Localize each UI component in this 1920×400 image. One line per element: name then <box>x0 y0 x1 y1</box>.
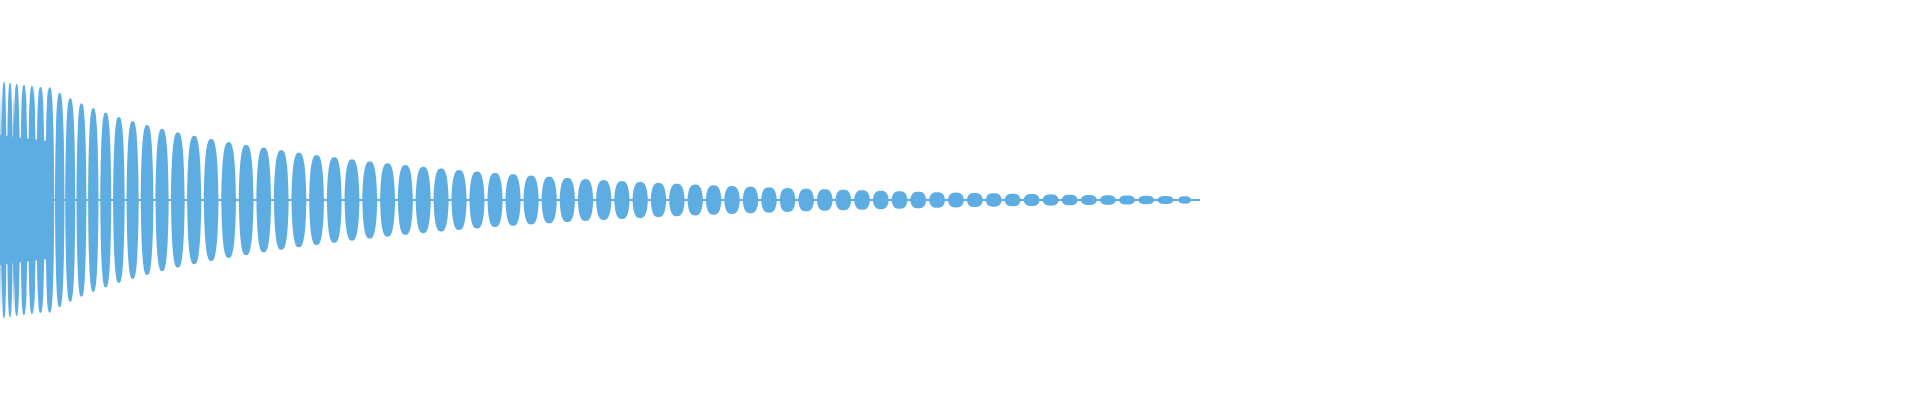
waveform-lobe <box>523 175 539 225</box>
waveform-lobe <box>929 192 945 208</box>
waveform-lobe <box>380 163 396 237</box>
waveform-lobe <box>273 150 289 250</box>
waveform-lobe <box>187 135 202 265</box>
waveform-lobe <box>614 181 630 219</box>
waveform-lobe <box>55 92 65 308</box>
waveform-lobe <box>487 172 503 228</box>
waveform-lobe <box>891 191 908 209</box>
waveform-lobe <box>469 171 485 229</box>
waveform-lobe <box>1023 193 1040 207</box>
waveform-lobe <box>433 168 449 232</box>
waveform-lobe <box>779 188 796 212</box>
waveform-lobe <box>854 190 870 210</box>
waveform-lobe <box>1080 194 1097 206</box>
waveform-lobe <box>203 139 219 261</box>
waveform-lobe <box>669 183 685 217</box>
waveform-lobe <box>1119 195 1136 205</box>
waveform-lobe <box>505 174 521 226</box>
waveform-lobe <box>1061 194 1078 206</box>
waveform-lobe <box>344 159 360 241</box>
waveform-lobe <box>238 144 254 256</box>
waveform-lobe <box>171 132 185 268</box>
waveform-lobe <box>541 176 557 224</box>
waveform-lobe <box>985 193 1002 207</box>
waveform-lobe <box>1178 196 1192 204</box>
waveform-lobe <box>326 157 342 243</box>
waveform-lobe <box>126 121 139 279</box>
waveform-lobe <box>798 188 814 212</box>
waveform-lobe <box>451 170 467 230</box>
waveform-lobe <box>816 189 833 211</box>
waveform-lobe <box>256 147 272 253</box>
waveform-lobe <box>835 189 852 211</box>
waveform-lobe <box>1099 195 1116 205</box>
waveform-lobe <box>577 179 594 221</box>
waveform-lobe <box>632 181 648 219</box>
waveform-lobe <box>397 165 413 235</box>
waveform-lobe <box>65 98 76 302</box>
waveform-lobe <box>687 184 703 216</box>
waveform-lobe <box>1042 194 1059 206</box>
waveform-lobe <box>559 177 575 223</box>
waveform-lobe <box>76 103 87 297</box>
waveform-lobe <box>221 142 236 258</box>
waveform-lobe <box>362 161 378 239</box>
waveform-lobe <box>966 192 983 208</box>
waveform-lobe <box>140 125 154 275</box>
waveform-lobe <box>650 182 667 218</box>
waveform-lobe <box>596 180 612 220</box>
waveform-lobe <box>1004 193 1021 207</box>
waveform-lobe <box>1157 195 1174 205</box>
waveform-lobe <box>948 192 964 208</box>
waveform-lobe <box>705 185 722 215</box>
waveform-attack-body <box>0 135 48 265</box>
waveform-lobe <box>291 152 307 248</box>
waveform-lobes <box>0 81 1192 319</box>
waveform-lobe <box>742 186 759 214</box>
waveform-lobe <box>910 191 927 209</box>
waveform-lobe <box>724 186 740 214</box>
waveform-lobe <box>309 155 324 245</box>
waveform-lobe <box>761 187 777 213</box>
waveform-lobe <box>88 108 99 292</box>
waveform-lobe <box>1138 195 1155 205</box>
waveform-lobe <box>100 112 112 288</box>
waveform-lobe <box>872 190 889 210</box>
waveform-lobe <box>415 166 431 234</box>
waveform-lobe <box>155 128 169 272</box>
waveform-lobe <box>113 117 125 283</box>
